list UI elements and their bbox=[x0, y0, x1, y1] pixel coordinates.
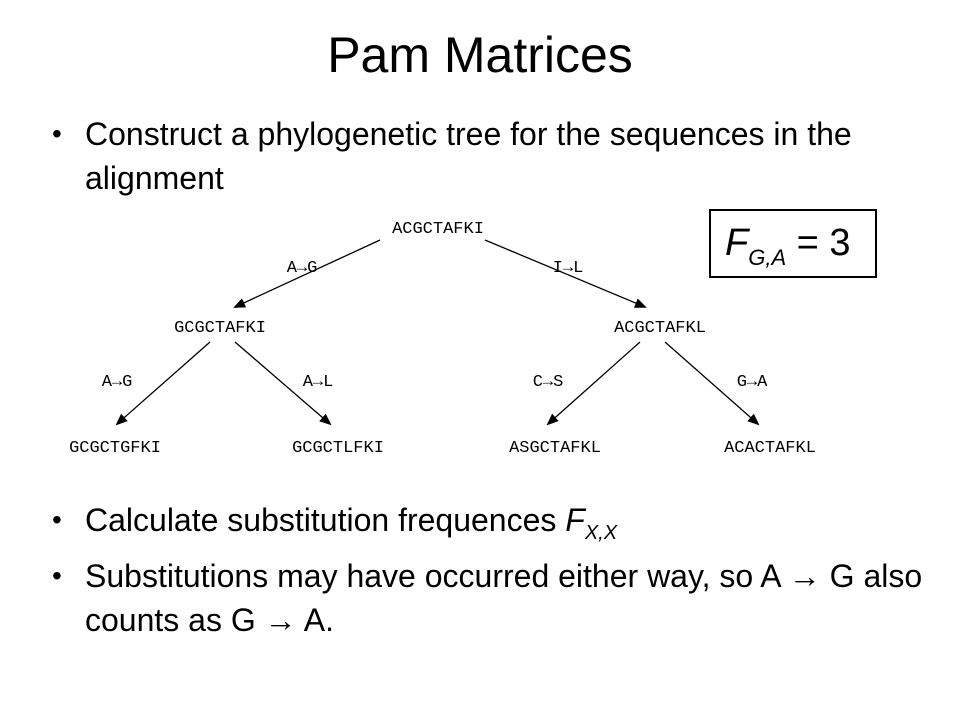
edge-label-left-leaf2: A→L bbox=[303, 373, 334, 392]
edge-label-root-left: A→G bbox=[287, 259, 318, 278]
frequency-subscript: X,X bbox=[584, 522, 618, 544]
tree-node-left: GCGCTAFKI bbox=[174, 319, 266, 338]
tree-node-root: ACGCTAFKI bbox=[392, 220, 484, 239]
bullet-text: Substitutions may have occurred either w… bbox=[85, 558, 923, 638]
bullet-text: Construct a phylogenetic tree for the se… bbox=[85, 116, 852, 196]
bullet-dot-icon: • bbox=[52, 560, 62, 591]
edge-label-left-leaf1: A→G bbox=[102, 373, 133, 392]
edge-label-root-right: I→L bbox=[553, 259, 584, 278]
edge-right-leaf4 bbox=[664, 341, 760, 426]
bullet-substitutions-either-way: • Substitutions may have occurred either… bbox=[52, 554, 925, 642]
frequency-box-symbol: F bbox=[725, 222, 749, 264]
frequency-box-value: = 3 bbox=[786, 222, 851, 264]
bullet-dot-icon: • bbox=[52, 118, 62, 149]
bullet-construct-tree: • Construct a phylogenetic tree for the … bbox=[52, 112, 925, 200]
slide-title: Pam Matrices bbox=[327, 27, 633, 83]
tree-leaf-4: ACACTAFKL bbox=[724, 439, 816, 458]
edge-root-right bbox=[484, 239, 647, 308]
edge-label-right-leaf4: G→A bbox=[737, 373, 768, 392]
bullet-text: Calculate substitution frequences bbox=[85, 502, 566, 538]
bullet-dot-icon: • bbox=[52, 504, 62, 535]
tree-node-right: ACGCTAFKL bbox=[614, 319, 706, 338]
edge-left-leaf2 bbox=[234, 341, 332, 426]
frequency-result-box: FG,A = 3 bbox=[709, 209, 877, 278]
tree-leaf-1: GCGCTGFKI bbox=[69, 439, 161, 458]
frequency-symbol: F bbox=[565, 502, 585, 538]
tree-leaf-3: ASGCTAFKL bbox=[509, 439, 601, 458]
edge-right-leaf3 bbox=[546, 341, 641, 426]
edge-label-right-leaf3: C→S bbox=[533, 373, 564, 392]
edge-left-leaf1 bbox=[115, 341, 211, 426]
bullet-calculate-frequences: • Calculate substitution frequences FX,X bbox=[52, 498, 925, 547]
edge-root-left bbox=[233, 239, 381, 308]
frequency-box-subscript: G,A bbox=[748, 245, 787, 270]
tree-leaf-2: GCGCTLFKI bbox=[292, 439, 384, 458]
